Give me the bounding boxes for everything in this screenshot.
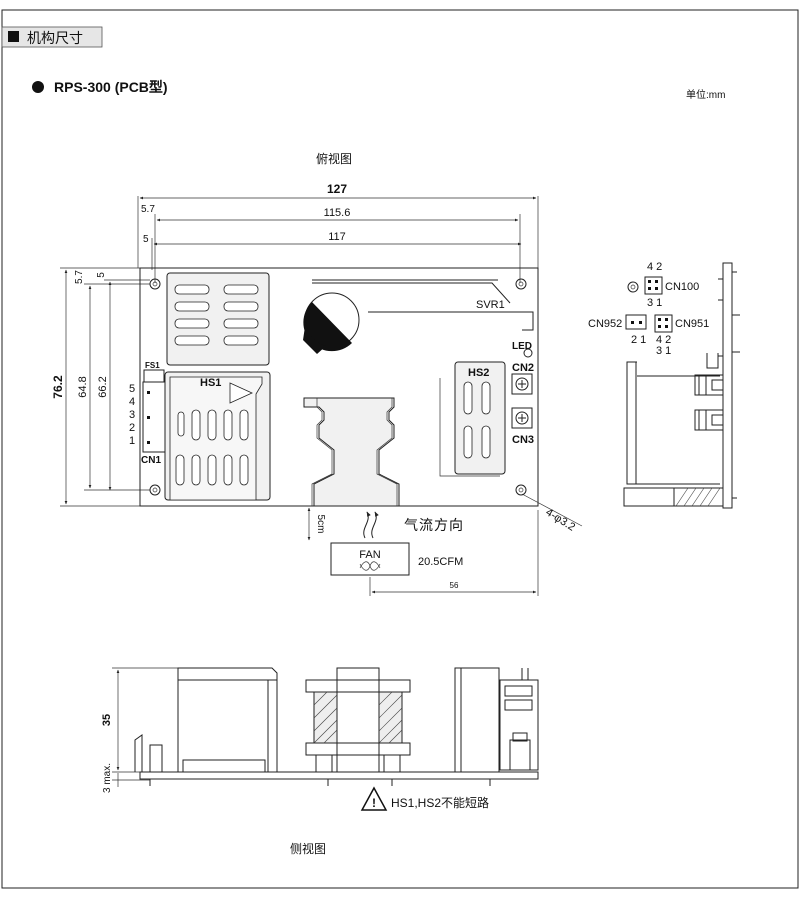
- right-pcb-edge: [722, 262, 733, 509]
- connector-cn1: [142, 381, 166, 453]
- cn951-pins-top: 4 2: [656, 334, 671, 346]
- section-header: 机构尺寸: [1, 26, 103, 48]
- cn952-label: CN952: [588, 318, 622, 330]
- connector-cn951: [654, 314, 673, 333]
- fs1-label: FS1: [145, 361, 160, 370]
- connector-cn100: [644, 276, 663, 295]
- fan-cfm: 20.5CFM: [418, 556, 463, 568]
- cn1-pin-1: 1: [129, 435, 135, 447]
- dim-35: 35: [101, 714, 113, 726]
- dim-5-7-top: 5.7: [141, 204, 155, 215]
- cn1-label: CN1: [141, 455, 161, 466]
- model-title: RPS-300 (PCB型): [54, 79, 168, 95]
- svr1-label: SVR1: [476, 299, 505, 311]
- cn1-pin-5: 5: [129, 383, 135, 395]
- mounting-hole: [515, 484, 527, 496]
- holes-label: 4-φ3.2: [543, 506, 577, 533]
- side-pcb: [139, 771, 539, 780]
- dim-64-8: 64.8: [77, 376, 89, 397]
- dim-5-top: 5: [143, 234, 149, 245]
- square-bullet-icon: [8, 31, 19, 42]
- side-heatsink-left: [177, 667, 278, 772]
- transformer: [303, 397, 400, 507]
- led-component: [706, 353, 719, 369]
- hs2-label: HS2: [468, 367, 489, 379]
- cn100-pins-bottom: 3 1: [647, 297, 662, 309]
- cn951-pins-bottom: 3 1: [656, 345, 671, 357]
- connector-cn952: [625, 314, 647, 330]
- outer-frame: [1, 9, 799, 889]
- fan-box: [330, 542, 410, 576]
- mounting-hole: [515, 278, 527, 290]
- fan-dim: 56: [450, 581, 459, 590]
- cn2-label: CN2: [512, 362, 534, 374]
- bullet-icon: [32, 81, 44, 93]
- top-view-title: 俯视图: [316, 151, 352, 166]
- heatsink-bracket: [626, 361, 720, 485]
- right-side-view: 4 2 CN100 3 1 CN952 2 1 CN951 4 2 3 1: [588, 261, 740, 509]
- airflow-label: 气流方向: [404, 517, 464, 533]
- fuse-fs1: [143, 369, 165, 383]
- dim-5-left: 5: [96, 272, 107, 278]
- screw-icon: [515, 411, 529, 425]
- cn1-pin-3: 3: [129, 409, 135, 421]
- led-indicator: [523, 348, 533, 358]
- warning-triangle-icon: [229, 382, 253, 404]
- cn100-pins-top: 4 2: [647, 261, 662, 273]
- cn1-pin-2: 2: [129, 422, 135, 434]
- warning-icon: [360, 786, 388, 811]
- dim-115-6: 115.6: [324, 207, 351, 219]
- cn952-pins: 2 1: [631, 334, 646, 346]
- fan-gap-label: 5cm: [315, 515, 326, 534]
- trimmer-icon: [627, 281, 639, 293]
- holes-leader: [521, 493, 583, 527]
- dim-3-max: 3 max.: [102, 763, 113, 793]
- dim-5-7-left: 5.7: [74, 270, 85, 284]
- cn951-label: CN951: [675, 318, 709, 330]
- dim-76-2: 76.2: [51, 375, 65, 399]
- cn1-pin-4: 4: [129, 396, 135, 408]
- airflow-arrow-icon: [363, 511, 371, 539]
- mounting-hole: [149, 484, 161, 496]
- led-label: LED: [512, 341, 532, 352]
- side-view: 35 3 max.: [101, 667, 539, 793]
- fan-icon: [359, 561, 381, 571]
- side-transformer: [305, 679, 411, 693]
- side-heatsink-right: [454, 667, 500, 773]
- cn3-label: CN3: [512, 434, 534, 446]
- svg-text:!: !: [372, 796, 376, 810]
- hs1-label: HS1: [200, 377, 221, 389]
- fan-label: FAN: [359, 549, 380, 561]
- mounting-hole: [149, 278, 161, 290]
- dim-127: 127: [327, 182, 347, 196]
- short-circuit-warning: ! HS1,HS2不能短路: [360, 786, 489, 811]
- terminal-cn3: [511, 407, 533, 429]
- side-view-title: 侧视图: [290, 841, 326, 856]
- top-view: 127 115.6 5.7 117 5 76.2 64.8 66.2 5.7 5: [51, 182, 583, 596]
- terminal-cn2: [511, 373, 533, 395]
- unit-label: 单位:mm: [686, 88, 725, 101]
- section-title: 机构尺寸: [27, 30, 83, 46]
- dim-117: 117: [328, 231, 346, 243]
- warning-text: HS1,HS2不能短路: [391, 795, 489, 810]
- screw-icon: [515, 377, 529, 391]
- cn100-label: CN100: [665, 281, 699, 293]
- dim-66-2: 66.2: [97, 376, 109, 397]
